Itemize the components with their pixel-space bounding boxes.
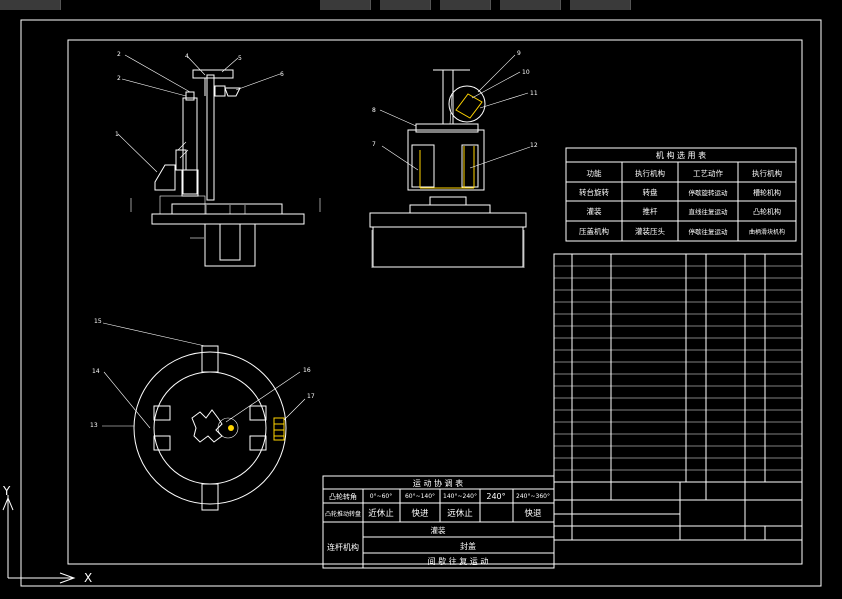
phase-cell: 近休止 bbox=[368, 508, 394, 519]
table-cell: 停歇往复运动 bbox=[689, 227, 729, 236]
angle-cell: 60°~140° bbox=[405, 493, 435, 500]
part-label: 7 bbox=[372, 141, 376, 148]
title-block bbox=[553, 481, 803, 541]
file-tab[interactable] bbox=[440, 0, 491, 10]
table-cell: 凸轮机构 bbox=[753, 207, 781, 216]
part-label: 9 bbox=[517, 50, 521, 57]
part-label: 4 bbox=[185, 53, 189, 60]
part-label: 13 bbox=[90, 422, 98, 429]
right-mechanism-view bbox=[369, 69, 527, 268]
filling-label: 灌装 bbox=[431, 525, 446, 535]
motion-row-label: 凸轮转角 bbox=[329, 492, 357, 501]
geneva-wheel-view bbox=[133, 345, 287, 511]
angle-cell: 140°~240° bbox=[443, 493, 477, 500]
table-cell: 槽轮机构 bbox=[753, 188, 781, 197]
outer-frame bbox=[20, 19, 822, 587]
phase-cell: 远休止 bbox=[447, 508, 473, 519]
ucs-axis-icon: Y X bbox=[2, 484, 92, 585]
table-cell: 压盖机构 bbox=[579, 226, 609, 236]
file-tab[interactable] bbox=[0, 0, 61, 10]
angle-cell: 240°~360° bbox=[516, 493, 550, 500]
part-label: 5 bbox=[238, 55, 242, 62]
table-header: 执行机构 bbox=[752, 168, 782, 178]
part-label: 16 bbox=[303, 367, 311, 374]
motion-table-title: 运 动 协 调 表 bbox=[413, 478, 463, 488]
x-axis-label: X bbox=[84, 571, 92, 585]
geneva-leader-lines bbox=[102, 322, 306, 429]
motion-coordination-table: 运 动 协 调 表 凸轮转角 0°~60° 60°~140° 140°~240°… bbox=[322, 475, 555, 569]
angle-cell: 0°~60° bbox=[370, 493, 392, 500]
top-tab-bar bbox=[0, 0, 842, 16]
table-cell: 灌装压头 bbox=[635, 226, 665, 236]
phase-cell: 快退 bbox=[524, 508, 542, 519]
table-header: 功能 bbox=[587, 168, 602, 178]
table-cell: 曲柄滑块机构 bbox=[749, 228, 785, 236]
part-number-labels: 2 2 4 5 6 1 9 10 11 8 7 12 15 14 13 16 1… bbox=[90, 50, 538, 429]
part-label: 2 bbox=[117, 75, 121, 82]
left-mechanism-view bbox=[130, 69, 321, 267]
table-cell: 灌装 bbox=[587, 206, 602, 216]
capping-label: 封盖 bbox=[460, 541, 476, 551]
left-leader-lines bbox=[117, 54, 281, 173]
file-tab[interactable] bbox=[380, 0, 431, 10]
file-tab[interactable] bbox=[320, 0, 371, 10]
y-axis-label: Y bbox=[2, 484, 11, 498]
part-label: 15 bbox=[94, 318, 102, 325]
table-cell: 转台旋转 bbox=[579, 187, 609, 197]
mechanism-selection-table: 机 构 选 用 表 功能 执行机构 工艺动作 执行机构 转台旋转 转盘 停歇旋转… bbox=[565, 147, 797, 242]
part-label: 8 bbox=[372, 107, 376, 114]
part-label: 10 bbox=[522, 69, 530, 76]
part-label: 12 bbox=[530, 142, 538, 149]
motion-row-label: 凸轮推动转盘 bbox=[325, 510, 361, 518]
part-label: 11 bbox=[530, 90, 538, 97]
file-tab[interactable] bbox=[570, 0, 631, 10]
table-cell: 转盘 bbox=[643, 187, 658, 197]
part-label: 14 bbox=[92, 368, 100, 375]
table-header: 执行机构 bbox=[635, 168, 665, 178]
part-label: 6 bbox=[280, 71, 284, 78]
table-cell: 推杆 bbox=[643, 206, 658, 216]
part-label: 17 bbox=[307, 393, 315, 400]
part-label: 1 bbox=[115, 131, 119, 138]
table-header: 工艺动作 bbox=[693, 168, 723, 178]
file-tab[interactable] bbox=[500, 0, 561, 10]
right-leader-lines bbox=[379, 54, 531, 171]
motion-row-label: 连杆机构 bbox=[327, 542, 359, 552]
selection-table-title: 机 构 选 用 表 bbox=[656, 150, 706, 160]
capping-motion: 间 歇 往 复 运 动 bbox=[428, 556, 489, 566]
phase-cell: 快进 bbox=[411, 508, 429, 519]
parts-list-grid bbox=[553, 253, 803, 483]
part-label: 2 bbox=[117, 51, 121, 58]
table-cell: 直线往复运动 bbox=[689, 207, 729, 216]
table-cell: 停歇旋转运动 bbox=[689, 188, 729, 197]
angle-cell: 240° bbox=[486, 492, 505, 501]
